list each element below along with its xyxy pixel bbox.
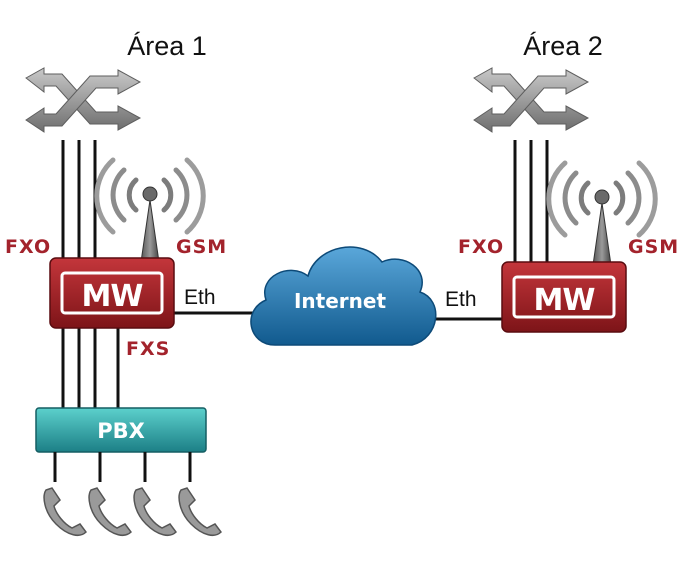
phone-icon <box>88 487 132 537</box>
phone-icon <box>43 487 87 537</box>
gsm-label-area-1: GSM <box>176 236 227 258</box>
phone-icon <box>133 487 177 537</box>
fxo-label-area-2: FXO <box>458 236 504 258</box>
fxo-trunk-lines-area-1 <box>61 140 97 258</box>
eth-label-area-1: Eth <box>184 286 216 309</box>
antenna-icon <box>546 160 658 266</box>
fxo-label-area-1: FXO <box>5 236 51 258</box>
gateway-mw-label: MW <box>82 279 144 314</box>
gsm-label-area-2: GSM <box>628 236 679 258</box>
gateway-mw-label: MW <box>534 283 596 318</box>
fxo-trunk-lines-area-2 <box>513 140 549 262</box>
phone-lines <box>53 452 192 482</box>
switch-icon <box>473 67 590 133</box>
gateway-icon: MW <box>501 261 627 333</box>
internet-label: Internet <box>294 289 386 313</box>
eth-label-area-2: Eth <box>445 288 477 311</box>
area-2-title: Área 2 <box>523 31 603 61</box>
fxs-label-area-1: FXS <box>126 338 170 360</box>
switch-icon <box>25 67 142 133</box>
pbx-icon: PBX <box>35 407 207 453</box>
area-1-title: Área 1 <box>127 31 207 61</box>
cloud-icon: Internet <box>250 246 437 346</box>
pbx-label: PBX <box>97 419 145 443</box>
phone-icon <box>178 487 222 537</box>
gateway-icon: MW <box>49 257 175 329</box>
fxs-lines-area-1 <box>61 328 120 408</box>
